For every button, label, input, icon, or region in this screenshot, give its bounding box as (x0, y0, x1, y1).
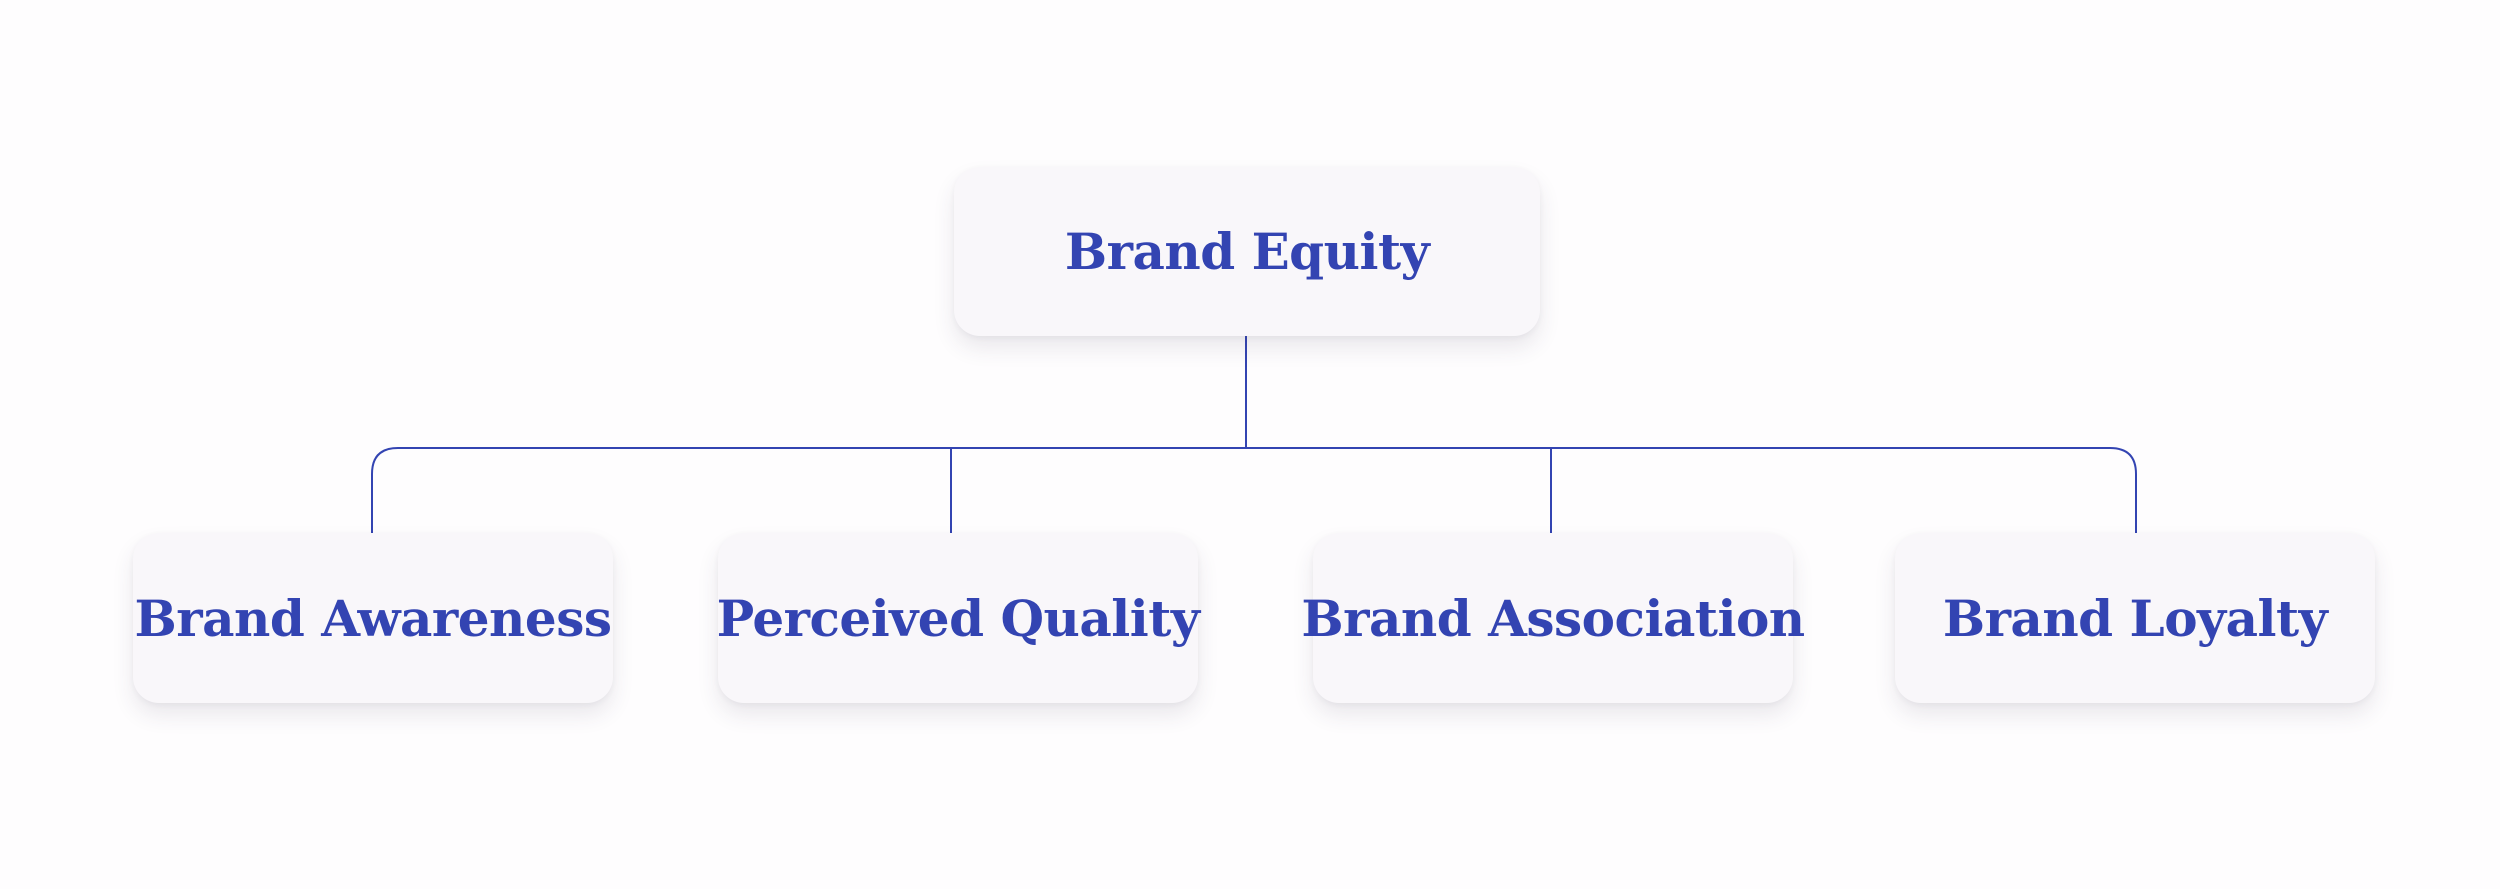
branch-line-brand-awareness (371, 447, 399, 533)
child-node-label: Brand Loyalty (1942, 588, 2328, 648)
child-node-label: Perceived Quality (716, 588, 1200, 648)
child-node-brand-awareness: Brand Awareness (133, 533, 613, 703)
child-node-brand-loyalty: Brand Loyalty (1895, 533, 2375, 703)
child-node-label: Brand Association (1301, 588, 1805, 648)
child-node-perceived-quality: Perceived Quality (716, 533, 1200, 703)
root-node-brand-equity: Brand Equity (954, 167, 1540, 336)
branch-line-brand-loyalty (2109, 447, 2137, 533)
child-node-label: Brand Awareness (134, 588, 612, 648)
root-node-label: Brand Equity (1064, 222, 1430, 281)
child-node-brand-association: Brand Association (1301, 533, 1805, 703)
